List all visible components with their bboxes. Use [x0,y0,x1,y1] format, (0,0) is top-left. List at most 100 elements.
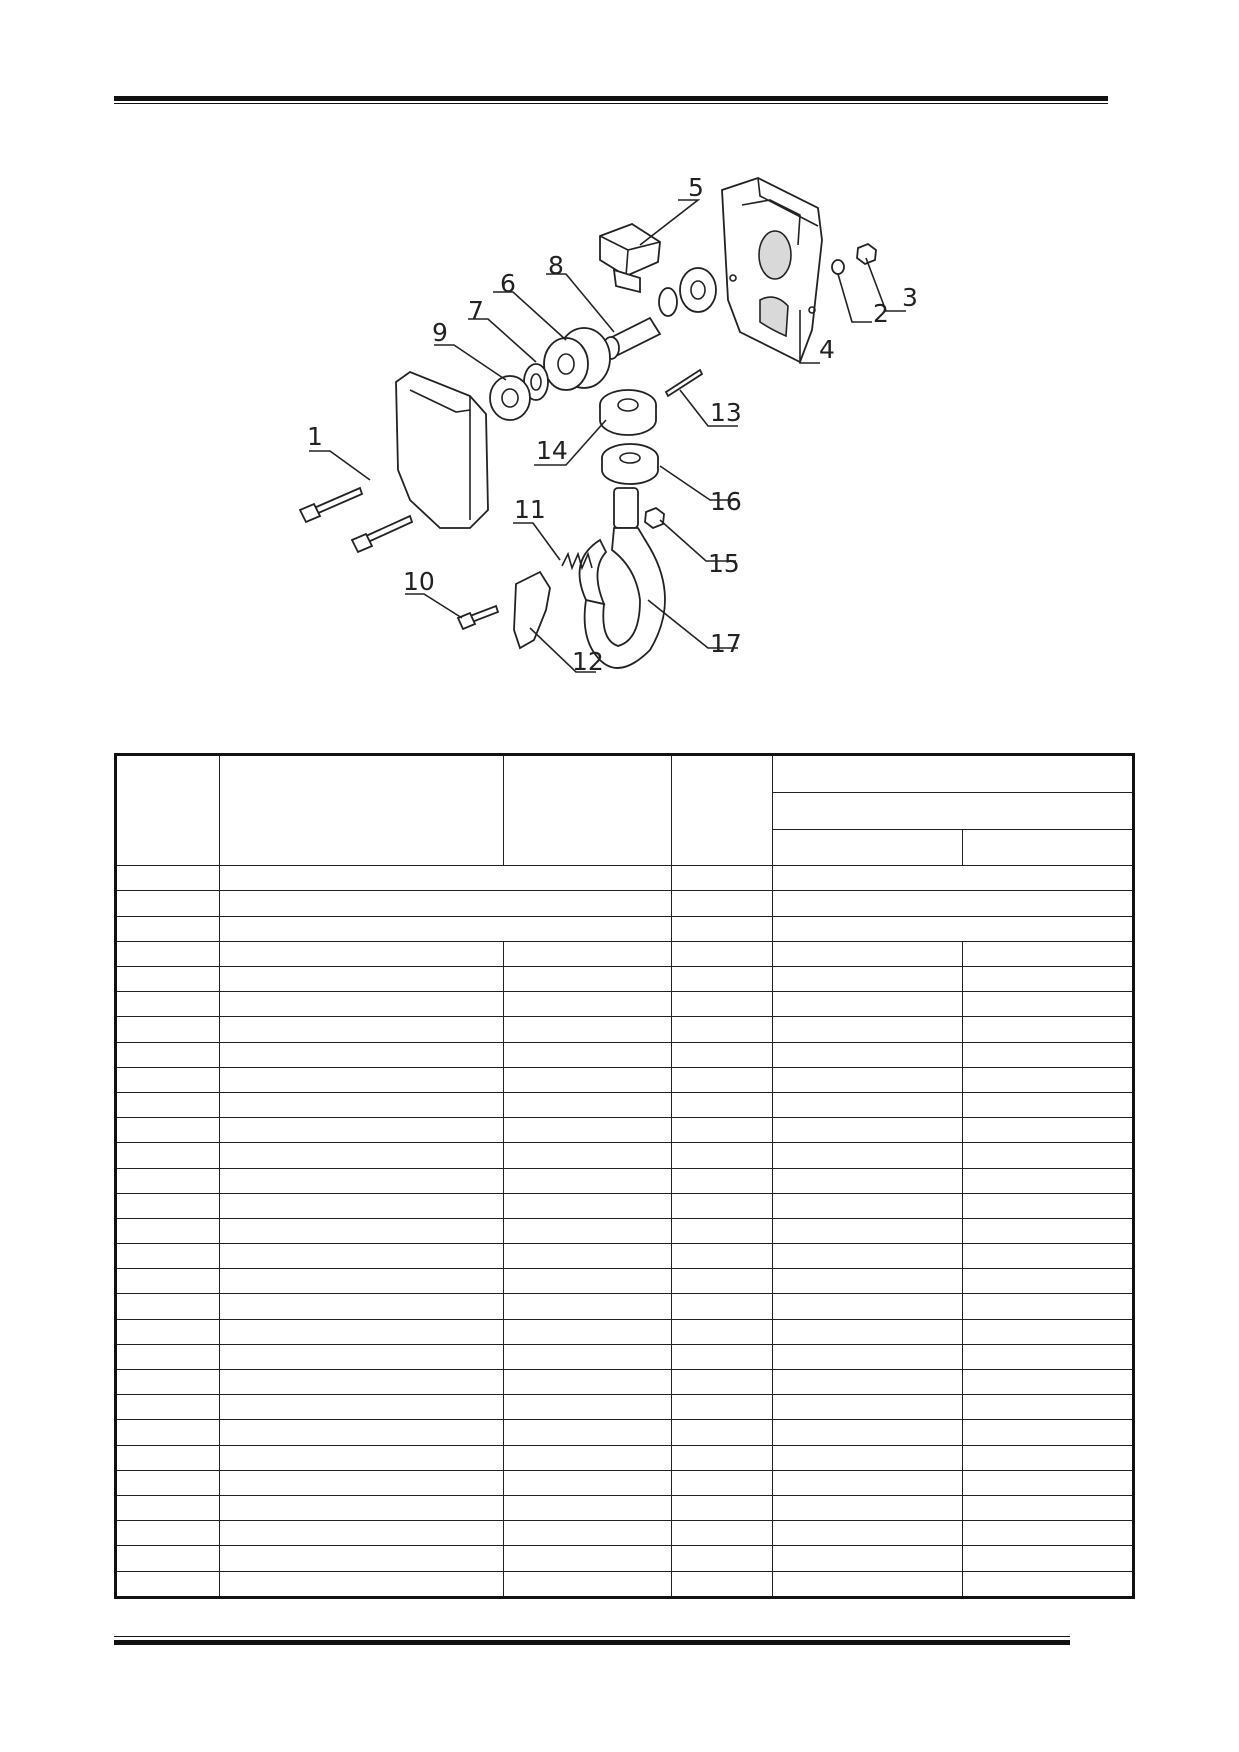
table-cell [772,1142,963,1169]
callout-labels: 1 2 3 4 5 6 7 8 9 10 11 12 13 14 15 16 1… [307,173,918,676]
table-cell [503,1192,672,1219]
table-cell [772,1419,963,1446]
table-cell [671,1419,773,1446]
table-cell [219,1469,504,1496]
part-frame [721,177,823,364]
table-row [115,1570,1134,1598]
header-cell-item [115,753,220,867]
table-cell [503,1545,672,1572]
table-cell [115,915,220,942]
callout-2: 2 [873,299,889,328]
table-cell [219,1091,504,1119]
callout-13: 13 [710,398,742,427]
table-cell [962,1268,1134,1295]
callout-8: 8 [548,251,564,280]
header-cell-group [772,754,1134,793]
table-cell [772,1041,963,1068]
table-cell [219,1041,504,1068]
part-latch [513,570,551,650]
table-row [115,1318,1134,1345]
table-cell [962,1117,1134,1144]
callout-9: 9 [432,318,448,347]
table-cell [503,1293,672,1320]
table-cell [772,991,963,1018]
table-cell [503,1217,672,1245]
part-small-bolt [456,604,500,631]
table-cell [115,1394,220,1421]
table-cell [671,1394,773,1421]
table-row [115,1343,1134,1371]
table-row [115,1167,1134,1194]
table-row [115,865,1134,892]
table-cell [671,1343,773,1371]
table-cell [962,1293,1134,1320]
table-cell [503,1394,672,1421]
table-cell [671,1520,773,1547]
table-cell [772,1545,963,1572]
header-cell-qty [671,753,773,867]
table-cell [772,890,1134,917]
table-cell [115,1066,220,1093]
table-cell [115,1419,220,1446]
table-cell [962,1016,1134,1043]
table-cell [671,1117,773,1144]
table-row [115,1091,1134,1119]
table-row [115,1268,1134,1295]
table-cell [962,991,1134,1018]
table-cell [219,1570,504,1598]
table-cell [503,1041,672,1068]
header-cell-subgroup [772,791,1134,830]
table-cell [962,1368,1134,1396]
table-cell [962,1444,1134,1471]
leader-lines [309,199,906,673]
table-cell [772,1192,963,1219]
table-cell [115,1192,220,1219]
table-cell [219,1343,504,1371]
parts-table-body [115,753,1134,1598]
header-cell-col-a [772,828,963,867]
table-cell [219,1142,504,1169]
table-cell [115,1469,220,1496]
table-cell [115,1016,220,1043]
table-cell [772,1117,963,1144]
table-cell [772,1494,963,1522]
table-cell [219,1192,504,1219]
part-pin [664,368,704,398]
table-cell [219,1243,504,1270]
table-row [115,1243,1134,1270]
table-cell [962,1520,1134,1547]
part-wheel [543,327,611,391]
table-cell [671,915,773,942]
table-cell [772,865,1134,892]
table-cell [772,1343,963,1371]
table-cell [503,1444,672,1471]
table-cell [219,1368,504,1396]
callout-5: 5 [688,173,704,202]
table-cell [219,1167,504,1194]
table-cell [962,1318,1134,1345]
table-cell [219,1117,504,1144]
table-cell [962,1545,1134,1572]
table-cell [115,865,220,892]
table-cell [772,1016,963,1043]
table-cell [772,1217,963,1245]
callout-1: 1 [307,422,323,451]
table-cell [962,1243,1134,1270]
callout-6: 6 [500,269,516,298]
table-cell [503,1167,672,1194]
table-cell [219,1394,504,1421]
table-cell [503,1243,672,1270]
table-row [115,991,1134,1018]
part-collar [599,389,657,436]
table-cell [219,915,672,942]
table-cell [671,1192,773,1219]
part-washers [658,242,877,317]
table-cell [772,1520,963,1547]
table-cell [219,940,504,968]
callout-14: 14 [536,436,568,465]
header-cell-description [219,753,504,867]
header-rule [114,96,1108,101]
table-cell [671,1217,773,1245]
table-row [115,940,1134,968]
table-cell [219,1545,504,1572]
